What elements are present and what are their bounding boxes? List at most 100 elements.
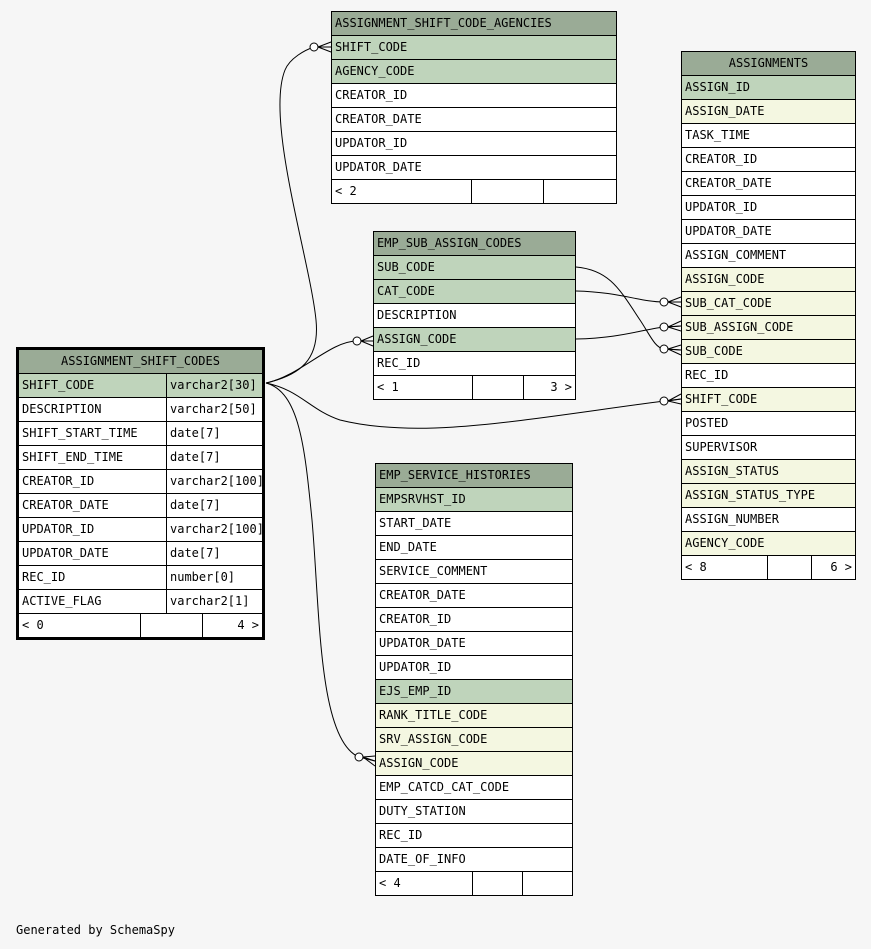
column-row-creator-date[interactable]: CREATOR_DATE (682, 172, 855, 196)
column-row-assign-status-type[interactable]: ASSIGN_STATUS_TYPE (682, 484, 855, 508)
column-row-rec-id[interactable]: REC_ID (374, 352, 575, 376)
column-name: SERVICE_COMMENT (379, 564, 488, 578)
column-row-assign-status[interactable]: ASSIGN_STATUS (682, 460, 855, 484)
column-row-assign-code[interactable]: ASSIGN_CODE (682, 268, 855, 292)
table-name: ASSIGNMENT_SHIFT_CODES (61, 354, 220, 368)
parents-count: < 2 (332, 180, 472, 203)
column-row-posted[interactable]: POSTED (682, 412, 855, 436)
column-row-rec-id[interactable]: REC_ID (376, 824, 572, 848)
column-row-creator-id[interactable]: CREATOR_ID (682, 148, 855, 172)
column-row-updator-date[interactable]: UPDATOR_DATE (682, 220, 855, 244)
column-name: REC_ID (379, 828, 423, 842)
column-row-agency-code[interactable]: AGENCY_CODE (332, 60, 616, 84)
column-row-sub-cat-code[interactable]: SUB_CAT_CODE (682, 292, 855, 316)
column-name: SRV_ASSIGN_CODE (379, 732, 488, 746)
edge-assignments-shift-code (265, 382, 682, 429)
column-row-creator-id[interactable]: CREATOR_ID (376, 608, 572, 632)
column-row-updator-id[interactable]: UPDATOR_ID (376, 656, 572, 680)
column-row-srv-assign-code[interactable]: SRV_ASSIGN_CODE (376, 728, 572, 752)
column-name: ASSIGN_COMMENT (685, 248, 787, 262)
column-row-supervisor[interactable]: SUPERVISOR (682, 436, 855, 460)
column-row-sub-assign-code[interactable]: SUB_ASSIGN_CODE (682, 316, 855, 340)
column-row-shift-code[interactable]: SHIFT_CODE (332, 36, 616, 60)
column-name: AGENCY_CODE (335, 64, 415, 78)
column-name: UPDATOR_DATE (685, 224, 772, 238)
table-name: EMP_SERVICE_HISTORIES (379, 468, 531, 482)
column-row-description[interactable]: DESCRIPTION (374, 304, 575, 328)
column-type: varchar2[50] (170, 402, 257, 416)
column-name: UPDATOR_DATE (379, 636, 466, 650)
zero-many-marker (659, 396, 669, 406)
column-row-updator-id[interactable]: UPDATOR_ID (682, 196, 855, 220)
column-row-creator-id[interactable]: CREATOR_ID (332, 84, 616, 108)
footer-spacer (473, 376, 524, 399)
column-type: date[7] (170, 426, 221, 440)
column-name: CAT_CODE (377, 284, 435, 298)
column-row-sub-code[interactable]: SUB_CODE (682, 340, 855, 364)
column-type: varchar2[1] (170, 594, 250, 608)
column-row-assign-number[interactable]: ASSIGN_NUMBER (682, 508, 855, 532)
column-row-agency-code[interactable]: AGENCY_CODE (682, 532, 855, 556)
column-type: date[7] (170, 450, 221, 464)
column-name: SHIFT_START_TIME (19, 422, 167, 445)
column-row-ejs-emp-id[interactable]: EJS_EMP_ID (376, 680, 572, 704)
column-row-assign-code[interactable]: ASSIGN_CODE (374, 328, 575, 352)
footer-spacer (473, 872, 523, 895)
column-name: START_DATE (379, 516, 452, 530)
column-row-duty-station[interactable]: DUTY_STATION (376, 800, 572, 824)
column-row-creator-date[interactable]: CREATOR_DATE (332, 108, 616, 132)
zero-many-marker (354, 752, 364, 762)
column-row-emp-catcd-cat-code[interactable]: EMP_CATCD_CAT_CODE (376, 776, 572, 800)
column-name: CREATOR_ID (335, 88, 408, 102)
zero-many-marker (659, 322, 669, 332)
table-header: ASSIGNMENTS (682, 52, 855, 76)
column-name: POSTED (685, 416, 729, 430)
column-name: ASSIGN_STATUS (685, 464, 779, 478)
column-row-assign-id[interactable]: ASSIGN_ID (682, 76, 855, 100)
column-row-start-date[interactable]: START_DATE (376, 512, 572, 536)
column-row-shift-code[interactable]: SHIFT_CODE (682, 388, 855, 412)
column-row-assign-code[interactable]: ASSIGN_CODE (376, 752, 572, 776)
column-name: SUB_CODE (377, 260, 435, 274)
column-row-updator-date[interactable]: UPDATOR_DATE (332, 156, 616, 180)
column-name: SUB_CODE (685, 344, 743, 358)
column-row-task-time[interactable]: TASK_TIME (682, 124, 855, 148)
zero-many-marker (659, 344, 669, 354)
footer-spacer (141, 614, 203, 637)
column-name: UPDATOR_ID (379, 660, 452, 674)
children-count: 3 > (550, 380, 572, 394)
column-row-service-comment[interactable]: SERVICE_COMMENT (376, 560, 572, 584)
column-row-creator-date[interactable]: CREATOR_DATE (376, 584, 572, 608)
column-name: CREATOR_DATE (335, 112, 422, 126)
table-emp-service-histories[interactable]: EMP_SERVICE_HISTORIES EMPSRVHST_ID START_D… (375, 463, 573, 896)
column-row-updator-id[interactable]: UPDATOR_ID (332, 132, 616, 156)
column-row-assign-date[interactable]: ASSIGN_DATE (682, 100, 855, 124)
column-row-rec-id[interactable]: REC_ID (682, 364, 855, 388)
column-row-rank-title-code[interactable]: RANK_TITLE_CODE (376, 704, 572, 728)
column-name: UPDATOR_ID (19, 518, 167, 541)
column-row-cat-code[interactable]: CAT_CODE (374, 280, 575, 304)
column-row-assign-comment[interactable]: ASSIGN_COMMENT (682, 244, 855, 268)
column-name: CREATOR_ID (379, 612, 452, 626)
column-row-end-date[interactable]: END_DATE (376, 536, 572, 560)
column-row-sub-code[interactable]: SUB_CODE (374, 256, 575, 280)
column-row-updator-date[interactable]: UPDATOR_DATE (376, 632, 572, 656)
column-row-date-of-info[interactable]: DATE_OF_INFO (376, 848, 572, 872)
column-row-empsrvhst-id[interactable]: EMPSRVHST_ID (376, 488, 572, 512)
